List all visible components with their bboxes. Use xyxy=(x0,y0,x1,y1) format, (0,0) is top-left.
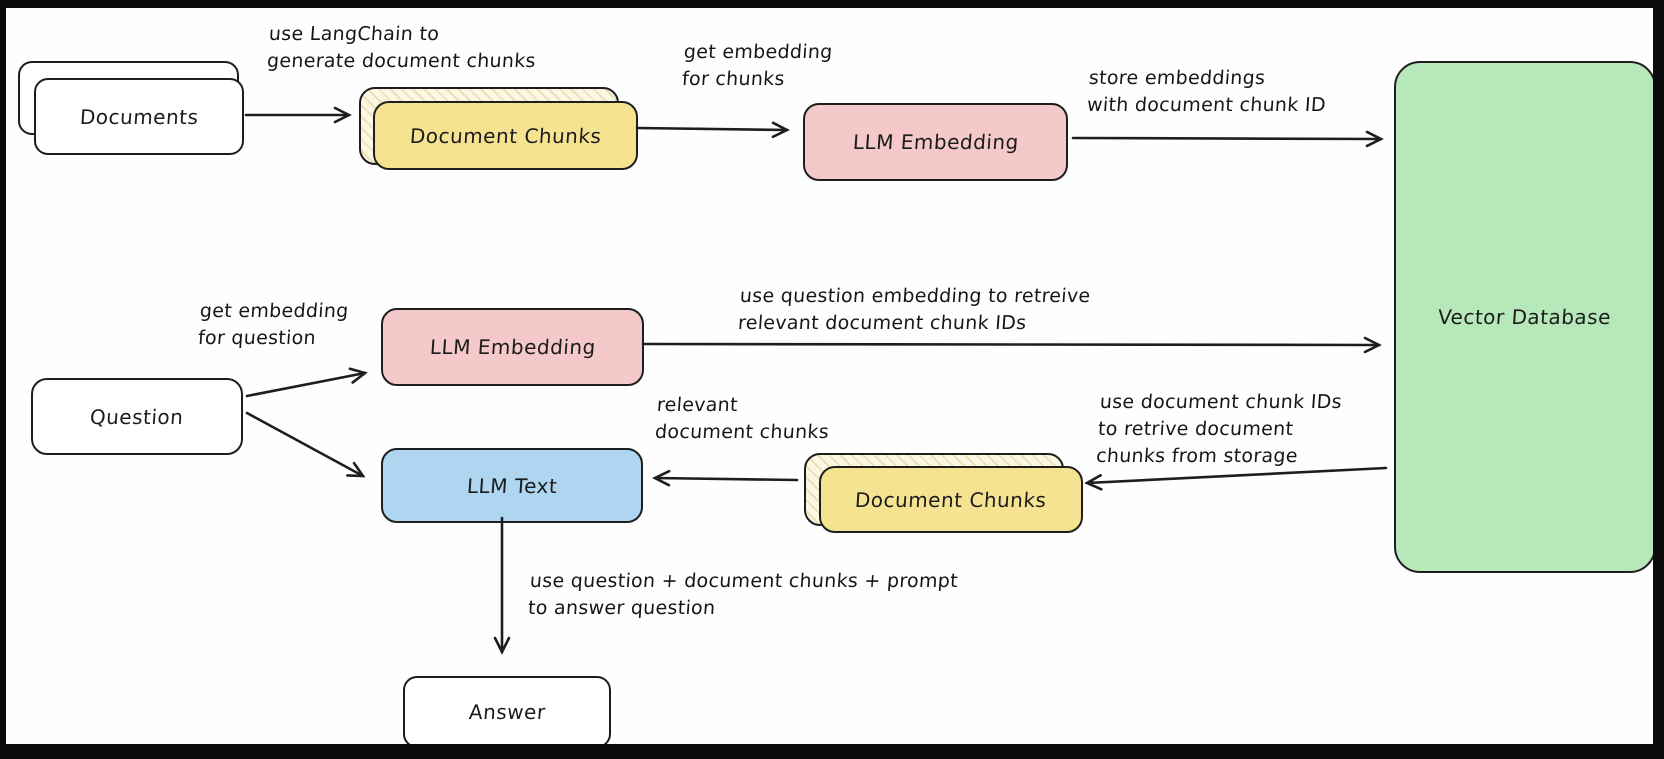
annotation-use-question-embedding: use question embedding to retreive relev… xyxy=(737,285,1092,334)
node-document-chunks-mid-label: Document Chunks xyxy=(854,487,1048,512)
frame-bottom xyxy=(0,744,1664,759)
frame-right xyxy=(1653,0,1664,759)
annotation-get-embedding-chunks: get embedding for chunks xyxy=(681,41,834,90)
annotation-use-chunk-ids: use document chunk IDs to retrive docume… xyxy=(1095,391,1343,467)
node-answer: Answer xyxy=(403,676,611,748)
node-llm-text-label: LLM Text xyxy=(465,473,559,498)
node-vector-database-label: Vector Database xyxy=(1437,305,1613,329)
node-question-label: Question xyxy=(89,404,185,429)
frame-top xyxy=(0,0,1664,8)
annotation-use-question-prompt: use question + document chunks + prompt … xyxy=(527,570,959,619)
annotation-use-langchain: use LangChain to generate document chunk… xyxy=(266,23,537,72)
node-answer-label: Answer xyxy=(467,700,547,724)
node-llm-embedding-mid: LLM Embedding xyxy=(381,308,644,386)
node-document-chunks-mid: Document Chunks xyxy=(819,466,1083,533)
node-llm-text: LLM Text xyxy=(381,448,643,523)
node-vector-database: Vector Database xyxy=(1394,61,1656,573)
node-llm-embedding-top-label: LLM Embedding xyxy=(851,130,1020,154)
node-document-chunks-top-label: Document Chunks xyxy=(408,123,603,148)
node-documents: Documents xyxy=(34,78,244,155)
diagram-canvas: Documents Document Chunks LLM Embedding … xyxy=(6,8,1656,748)
node-llm-embedding-top: LLM Embedding xyxy=(803,103,1068,181)
annotation-get-embedding-question: get embedding for question xyxy=(197,300,350,349)
node-question: Question xyxy=(31,378,243,455)
annotation-store-embeddings: store embeddings with document chunk ID xyxy=(1086,67,1327,116)
node-llm-embedding-mid-label: LLM Embedding xyxy=(428,335,597,359)
frame-left xyxy=(0,0,6,759)
node-document-chunks-top: Document Chunks xyxy=(373,101,638,170)
node-documents-label: Documents xyxy=(78,104,200,129)
annotation-relevant-chunks: relevant document chunks xyxy=(654,394,830,443)
